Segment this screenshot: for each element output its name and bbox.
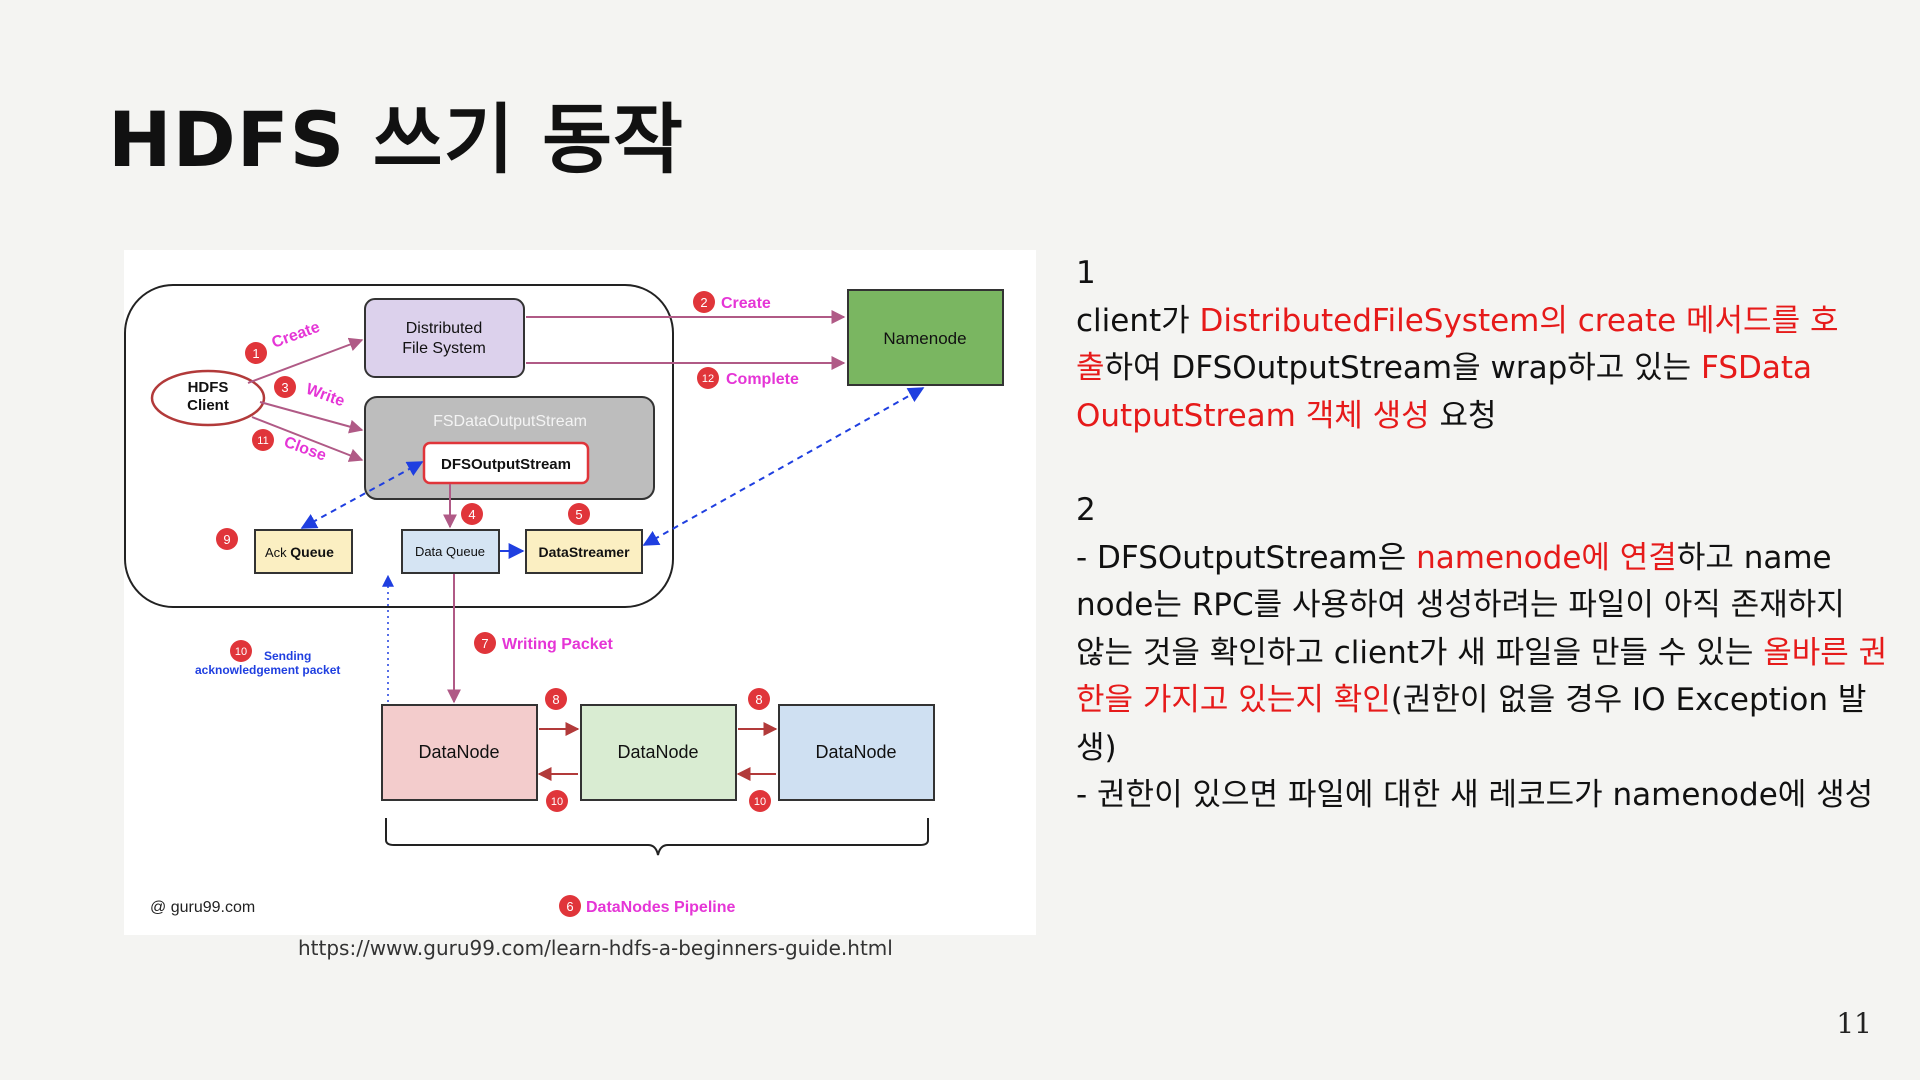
data-queue-label: Data Queue <box>415 544 485 559</box>
section-2-line-3: 않는 것을 확인하고 client가 새 파일을 만들 수 있는 올바른 권 <box>1076 634 1888 671</box>
step-badge-10b: 10 <box>546 790 568 812</box>
datanode-3 <box>778 704 935 801</box>
section-1-line-1: client가 DistributedFileSystem의 create 메서… <box>1076 302 1839 339</box>
data-queue-node <box>401 529 500 574</box>
arrow-close <box>251 416 364 462</box>
svg-text:10: 10 <box>754 796 766 808</box>
step-badge-10c: 10 <box>749 790 771 812</box>
dfsoutputstream-label: DFSOutputStream <box>441 456 571 473</box>
step-badge-8a: 8 <box>545 688 567 710</box>
step-badge-3: 3 <box>274 376 296 398</box>
section-1-line-2: 출하여 DFSOutputStream을 wrap하고 있는 FSData <box>1076 350 1813 386</box>
svg-text:9: 9 <box>223 532 230 547</box>
pipeline-brace <box>385 818 929 856</box>
arrow-write <box>259 401 364 434</box>
label-complete: Complete <box>726 371 799 388</box>
section-2-line-2: node는 RPC를 사용하여 생성하려는 파일이 아직 존재하지 <box>1076 587 1845 623</box>
watermark-text: @ guru99.com <box>150 899 255 916</box>
svg-text:1: 1 <box>252 346 259 361</box>
namenode-node <box>847 289 1004 386</box>
step-badge-11: 11 <box>252 429 274 451</box>
distributed-file-system-node <box>364 298 525 378</box>
diagram-canvas: HDFS Client Distributed File System FSDa… <box>124 284 1004 917</box>
svg-text:5: 5 <box>575 507 582 522</box>
datastreamer-node <box>525 529 643 574</box>
svg-text:4: 4 <box>468 507 475 522</box>
step-badge-12: 12 <box>697 367 719 389</box>
svg-text:8: 8 <box>755 692 762 707</box>
hdfs-client-node <box>150 369 266 427</box>
section-1-number: 1 <box>1076 255 1096 291</box>
datanode-2 <box>580 704 737 801</box>
step-badge-6: 6 <box>559 895 581 917</box>
svg-text:10: 10 <box>551 796 563 808</box>
step-badge-10a: 10 <box>230 640 252 662</box>
fsdataoutputstream-label: FSDataOutputStream <box>433 413 587 430</box>
source-caption: https://www.guru99.com/learn-hdfs-a-begi… <box>298 936 893 960</box>
step-badge-5: 5 <box>568 503 590 525</box>
svg-text:7: 7 <box>481 636 488 651</box>
arrow-ack-dfsos <box>300 461 424 529</box>
dfs-label-1: Distributed <box>406 320 482 337</box>
section-2-line-1: - DFSOutputStream은 namenode에 연결하고 name <box>1076 539 1832 576</box>
section-2-line-5: 생) <box>1076 729 1117 766</box>
svg-text:3: 3 <box>281 380 288 395</box>
svg-text:2: 2 <box>700 295 707 310</box>
arrow-datastreamer-namenode <box>642 387 925 546</box>
datanode-3-label: DataNode <box>815 742 896 762</box>
step-badge-4: 4 <box>461 503 483 525</box>
slide-title: HDFS 쓰기 동작 <box>108 95 684 184</box>
label-create-2: Create <box>721 295 771 312</box>
ack-queue-node <box>254 529 353 574</box>
label-create-1: Create <box>270 319 323 352</box>
label-datanodes-pipeline: DataNodes Pipeline <box>586 899 735 916</box>
svg-text:11: 11 <box>257 435 268 447</box>
hdfs-client-label: HDFS <box>188 379 229 396</box>
ack-queue-label: Ack Queue <box>265 544 334 560</box>
datanode-1-label: DataNode <box>418 742 499 762</box>
svg-text:10: 10 <box>235 646 247 658</box>
datastreamer-label: DataStreamer <box>538 544 630 560</box>
section-2-line-6: - 권한이 있으면 파일에 대한 새 레코드가 namenode에 생성 <box>1076 777 1874 813</box>
namenode-label: Namenode <box>883 329 966 348</box>
page-number: 11 <box>1836 1007 1872 1040</box>
section-2-line-4: 한을 가지고 있는지 확인(권한이 없을 경우 IO Exception 발 <box>1076 682 1867 718</box>
label-sending-2: acknowledgement packet <box>195 663 340 677</box>
step-badge-2: 2 <box>693 291 715 313</box>
svg-text:6: 6 <box>566 899 573 914</box>
hdfs-client-label-2: Client <box>187 397 229 414</box>
label-write: Write <box>304 381 347 411</box>
svg-text:12: 12 <box>702 373 714 385</box>
hdfs-write-diagram: HDFS Client Distributed File System FSDa… <box>124 250 1036 935</box>
step-badge-9: 9 <box>216 528 238 550</box>
step-badge-7: 7 <box>474 632 496 654</box>
datanode-1 <box>381 704 538 801</box>
arrow-create-client <box>247 337 364 384</box>
dfs-label-2: File System <box>402 340 486 357</box>
section-1-line-3: OutputStream 객체 생성 요청 <box>1076 397 1497 434</box>
step-badge-8b: 8 <box>748 688 770 710</box>
section-2-number: 2 <box>1076 492 1096 528</box>
label-sending-1: Sending <box>264 649 311 663</box>
dfsoutputstream-node <box>422 441 590 485</box>
svg-text:8: 8 <box>552 692 559 707</box>
explanation-text: 1 client가 DistributedFileSystem의 create … <box>1076 250 1896 820</box>
datanode-2-label: DataNode <box>617 742 698 762</box>
label-writing-packet: Writing Packet <box>502 636 614 653</box>
step-badge-1: 1 <box>245 342 267 364</box>
